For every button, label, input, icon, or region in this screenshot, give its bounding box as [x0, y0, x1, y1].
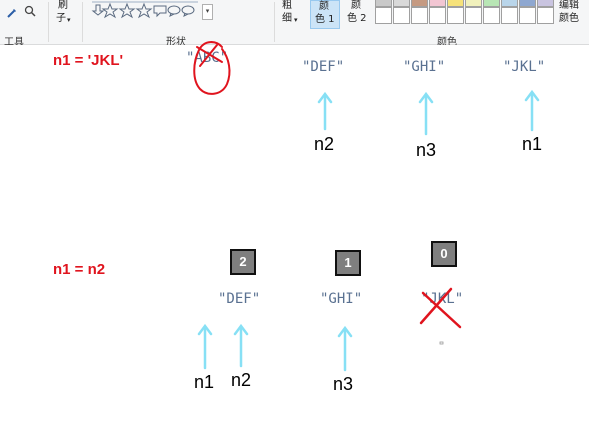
palette-custom-swatch[interactable]: [429, 7, 446, 24]
refcount-ghi-badge: 1: [335, 250, 361, 276]
edit-colors-label-line2: 颜色: [559, 13, 579, 24]
arrow-n1-to-def-head: [197, 323, 213, 336]
arrow-n2-to-def-head: [233, 323, 249, 336]
red-scribble-abc: [193, 41, 231, 95]
arrow-n2-to-def-head: [317, 91, 333, 104]
color2-label-line1: 颜: [351, 0, 361, 11]
palette-custom-swatch[interactable]: [537, 7, 554, 24]
shapes-gallery[interactable]: [90, 0, 202, 20]
brushes-button[interactable]: 刷 子 ▾: [52, 0, 78, 30]
tools-group-label: 工具: [4, 37, 24, 48]
string-ghi: "GHI": [403, 59, 446, 75]
color-picker-icon[interactable]: [6, 6, 18, 18]
arrow-n3-to-ghi-head: [337, 325, 353, 338]
string-ghi: "GHI": [320, 291, 363, 307]
palette-custom-swatch[interactable]: [465, 7, 482, 24]
color1-label-line2: 色 1: [315, 14, 335, 25]
palette-custom-swatch[interactable]: [393, 7, 410, 24]
palette-custom-swatch[interactable]: [483, 7, 500, 24]
palette-swatch[interactable]: [393, 0, 410, 7]
ribbon-separator: [48, 2, 49, 42]
var-n2-label: n2: [231, 370, 252, 390]
chevron-down-icon: ▾: [294, 16, 298, 24]
edit-colors-label-line1: 编辑: [559, 0, 579, 11]
red-x-mark-jkl: [419, 287, 462, 329]
palette-swatch[interactable]: [537, 0, 554, 7]
palette-custom-swatch[interactable]: [411, 7, 428, 24]
string-def: "DEF": [218, 291, 261, 307]
diagram1-assignment-label: n1 = 'JKL': [53, 52, 124, 69]
palette-swatch[interactable]: [465, 0, 482, 7]
size-button[interactable]: 粗 细 ▾: [278, 0, 304, 30]
palette-custom-swatch[interactable]: [501, 7, 518, 24]
palette-swatch[interactable]: [483, 0, 500, 7]
size-label-line2: 细: [282, 13, 292, 24]
refcount-def-badge: 2: [230, 249, 256, 275]
diagram2-assignment-label: n1 = n2: [53, 261, 106, 278]
chevron-down-icon: ▾: [67, 16, 71, 24]
arrow-n1-to-jkl-head: [524, 89, 540, 102]
var-n1-label: n1: [522, 134, 543, 154]
ribbon-separator: [82, 2, 83, 42]
red-cross-out-abc: [196, 44, 223, 67]
edit-colors-button[interactable]: 编辑 颜色: [557, 0, 589, 30]
palette-swatch[interactable]: [519, 0, 536, 7]
string-def: "DEF": [302, 59, 345, 75]
palette-custom-swatch[interactable]: [375, 7, 392, 24]
string-jkl: "JKL": [503, 59, 546, 75]
brushes-label-line1: 刷: [58, 0, 68, 11]
palette-swatch[interactable]: [375, 0, 392, 7]
color1-label-line1: 颜: [319, 1, 329, 12]
brushes-label-line2: 子: [56, 13, 66, 24]
ribbon: 工具 刷 子 ▾ ▾ 形状 粗 细 ▾ 颜: [0, 0, 589, 48]
var-n1-label: n1: [194, 372, 215, 392]
color2-label-line2: 色 2: [347, 13, 367, 24]
palette-custom-swatch[interactable]: [519, 7, 536, 24]
tiny-dot-mark: [439, 341, 444, 345]
var-n2-label: n2: [314, 134, 335, 154]
magnifier-icon[interactable]: [24, 5, 37, 18]
drawing-canvas[interactable]: [0, 45, 589, 442]
var-n3-label: n3: [416, 140, 437, 160]
palette-swatch[interactable]: [429, 0, 446, 7]
colors-group-label: 颜色: [437, 37, 457, 48]
palette-custom-swatch[interactable]: [447, 7, 464, 24]
refcount-jkl-badge: 0: [431, 241, 457, 267]
palette-swatch[interactable]: [411, 0, 428, 7]
var-n3-label: n3: [333, 374, 354, 394]
color2-button[interactable]: 颜 色 2: [343, 0, 373, 29]
shapes-scroll-icon[interactable]: ▾: [202, 4, 213, 20]
arrow-n3-to-ghi-head: [418, 91, 434, 104]
size-label-line1: 粗: [282, 0, 292, 11]
palette-swatch[interactable]: [447, 0, 464, 7]
color-palette: [375, 0, 555, 30]
shapes-group-label: 形状: [166, 37, 186, 48]
color1-button[interactable]: 颜 色 1: [310, 0, 340, 29]
palette-swatch[interactable]: [501, 0, 518, 7]
ribbon-separator: [274, 2, 275, 42]
